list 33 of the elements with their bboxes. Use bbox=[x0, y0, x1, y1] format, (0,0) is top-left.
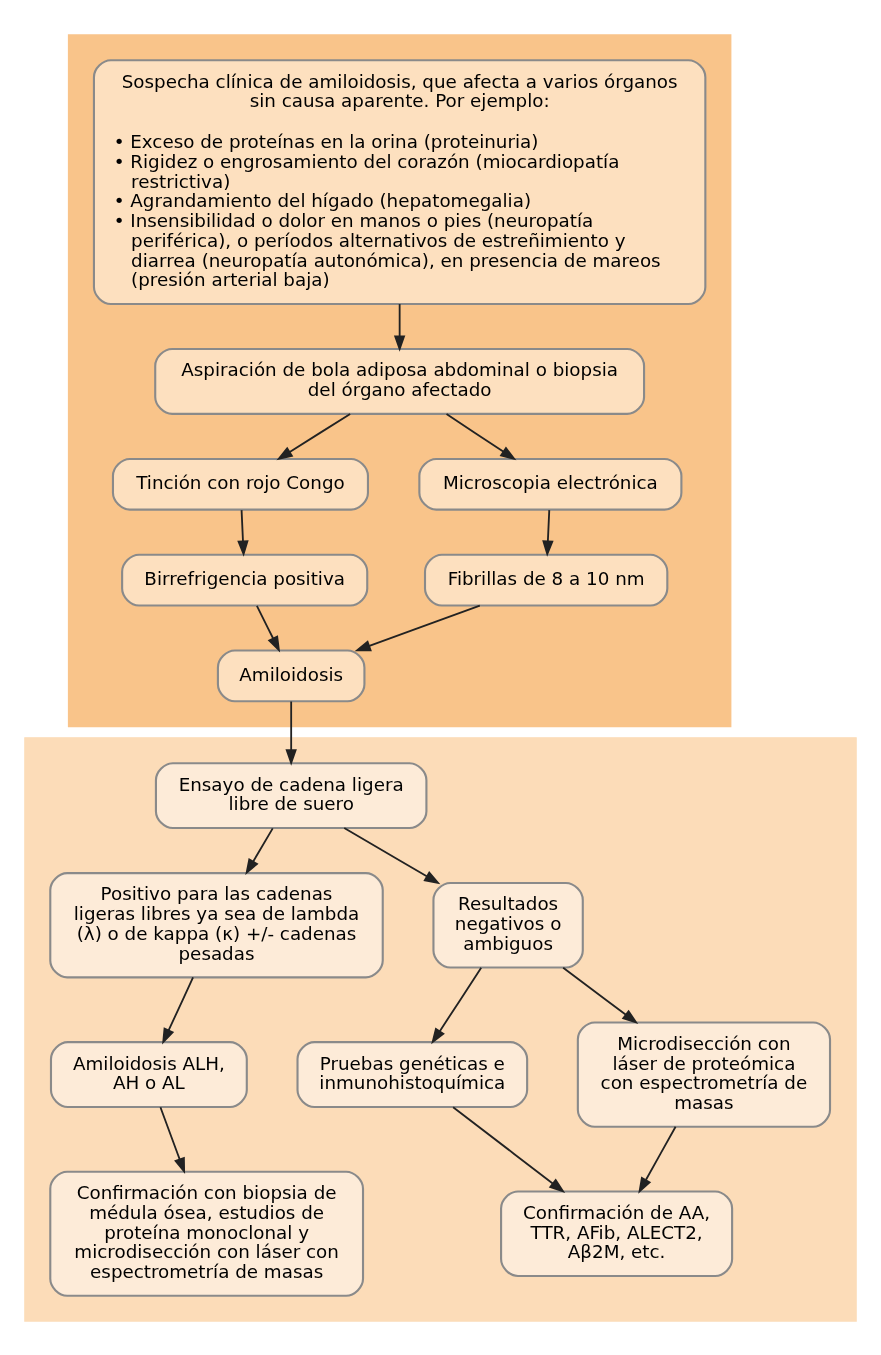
arrow bbox=[638, 1125, 677, 1194]
cluster bbox=[24, 736, 857, 1322]
node-box: Positivo para las cadenas ligeras libres ya sea de lambda (λ) o de kappa (κ) +/- cadenas pesadas bbox=[49, 871, 384, 978]
node-box: Tinción con rojo Congo bbox=[111, 457, 369, 511]
arrow bbox=[452, 1105, 566, 1193]
node-box: Microdisección con láser de proteómica con espectrometría de masas bbox=[576, 1020, 832, 1128]
node-box: Fibrillas de 8 a 10 nm bbox=[423, 553, 669, 606]
node-box: Amiloidosis bbox=[216, 648, 366, 702]
node-box: Aspiración de bola adiposa abdominal o biopsia del órgano afectado bbox=[154, 347, 646, 415]
cluster bbox=[67, 33, 732, 727]
arrow bbox=[445, 412, 517, 460]
arrow bbox=[159, 1105, 186, 1174]
node-box: Birrefrigencia positiva bbox=[121, 553, 369, 606]
arrow bbox=[245, 826, 274, 875]
arrow bbox=[542, 508, 554, 557]
arrow bbox=[237, 508, 249, 557]
node-box: Ensayo de cadena ligera libre de suero bbox=[154, 761, 428, 829]
arrow bbox=[343, 826, 441, 884]
node-box: Confirmación con biopsia de médula ósea, estudios de proteína monoclonal y microdisección con láser con espectrometría de masas bbox=[49, 1170, 365, 1297]
node-box: Microscopia electrónica bbox=[418, 457, 683, 511]
arrow bbox=[276, 412, 352, 460]
node-box: Sospecha clínica de amiloidosis, que afecta a varios órganos sin causa aparente. Por ejemplo: • Exceso de proteínas en la orina (proteinuria) • Rigidez o engrosamiento del corazón (miocardiopatía restrictiva) • Agrandamiento del hígado (hepatomegalia) • Insensibilidad o dolor en manos o pies (neuropatía periférica), o períodos alternativos de estreñimiento y diarrea (neuropatía autonómica), en presencia de mareos (presión arterial baja) bbox=[92, 58, 707, 305]
node-box: Amiloidosis ALH, AH o AL bbox=[49, 1040, 248, 1108]
node-box: Confirmación de AA, TTR, AFib, ALECT2, Aβ2M, etc. bbox=[500, 1189, 734, 1277]
arrow bbox=[354, 604, 481, 651]
node-box: Pruebas genéticas e inmunohistoquímica bbox=[296, 1040, 529, 1108]
arrow bbox=[285, 700, 297, 766]
node-box: Resultados negativos o ambiguos bbox=[432, 881, 584, 969]
arrow bbox=[256, 604, 281, 652]
arrow bbox=[562, 966, 639, 1024]
arrow bbox=[393, 302, 406, 352]
arrow bbox=[162, 976, 194, 1045]
arrow bbox=[431, 966, 483, 1044]
